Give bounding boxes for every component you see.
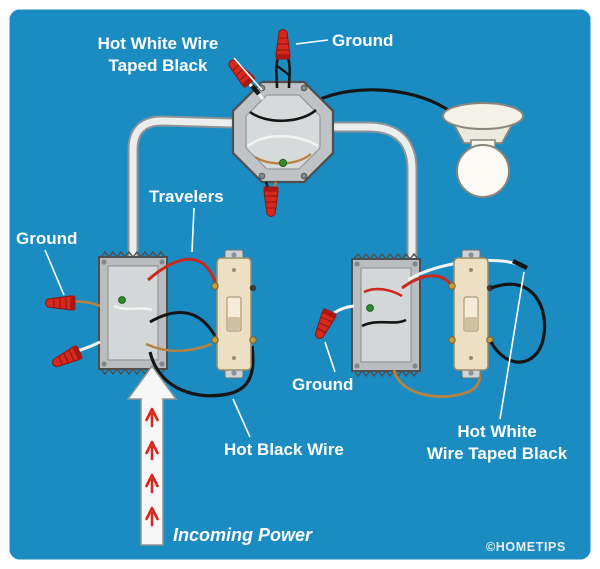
light-fixture [442, 102, 524, 198]
junction-white-wire [247, 134, 319, 148]
watermark-hometips: ©HOMETIPS [486, 540, 566, 554]
black-tape-mark [511, 258, 529, 271]
label-line: Hot White [457, 422, 537, 441]
cable-junction-box-to-right-box [331, 121, 418, 263]
label-ground-left: Ground [16, 229, 78, 248]
label-hot-black-wire: Hot Black Wire [224, 440, 344, 459]
leader-ground-top [295, 39, 329, 45]
switch-box-right [351, 253, 421, 377]
toggle-switch-left [211, 249, 257, 379]
ground-screw [118, 296, 126, 304]
light-bulb [456, 144, 510, 198]
leader-ground-left [44, 249, 65, 296]
traveler-red-wire [147, 257, 217, 283]
label-line: Wire Taped Black [426, 444, 568, 463]
label-ground-bottom: Ground [292, 375, 354, 394]
switch-box-left [98, 251, 168, 375]
label-travelers: Travelers [149, 187, 224, 206]
lamp-hot-wire [315, 88, 453, 115]
leader-travelers [191, 207, 195, 253]
toggle-switch-right [448, 249, 494, 379]
ground-screw [366, 304, 374, 312]
label-hot-white-wire-taped-black-top: Hot White Wire Taped Black [78, 33, 238, 77]
incoming-power-arrow [126, 364, 178, 546]
traveler-red-wire [401, 274, 454, 290]
leader-hot-black [232, 398, 251, 438]
label-ground-top: Ground [332, 31, 394, 50]
hot-black-wire-loop [148, 345, 255, 398]
lamp-canopy [442, 102, 524, 130]
leader-hot-white-bottom [499, 271, 525, 420]
label-line: Hot White Wire [97, 34, 219, 53]
leader-ground-bottom [324, 341, 336, 373]
traveler-black-wire [149, 311, 217, 337]
junction-black-wire [249, 108, 317, 123]
black-tape-mark [250, 84, 261, 96]
ground-copper-wire [145, 342, 213, 353]
leader-lines [44, 39, 525, 438]
left-box-wires [63, 257, 255, 398]
label-incoming-power: Incoming Power [173, 525, 313, 545]
ground-screw [278, 158, 288, 168]
label-line: Taped Black [108, 56, 208, 75]
junction-box [231, 80, 335, 184]
leader-hot-white-top [233, 57, 263, 91]
label-hot-white-wire-taped-black-bottom: Hot White Wire Taped Black [407, 421, 587, 465]
cable-left-box-to-junction-box [127, 115, 234, 264]
